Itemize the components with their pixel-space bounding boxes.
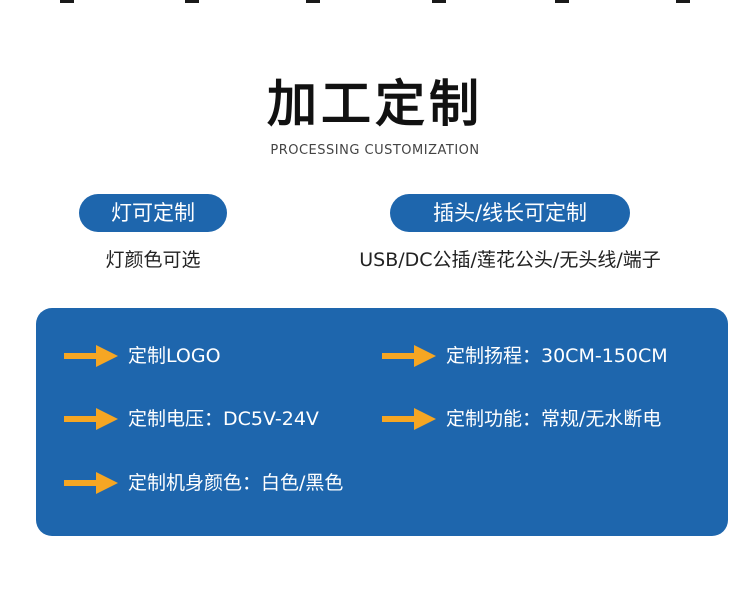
page-title: 加工定制: [267, 75, 483, 133]
feature-lift-height: 定制扬程：30CM-150CM: [382, 341, 668, 371]
arrow-right-icon: [64, 408, 118, 430]
feature-logo: 定制LOGO: [64, 341, 221, 371]
page-subtitle: PROCESSING CUSTOMIZATION: [270, 143, 480, 158]
feature-label: 定制机身颜色：白色/黑色: [128, 472, 344, 494]
feature-label: 定制电压：DC5V-24V: [128, 408, 319, 430]
plug-custom-badge: 插头/线长可定制: [390, 194, 630, 232]
arrow-right-icon: [382, 345, 436, 367]
feature-body-color: 定制机身颜色：白色/黑色: [64, 468, 343, 498]
arrow-right-icon: [64, 472, 118, 494]
top-edge-marks: [0, 0, 750, 6]
feature-function: 定制功能：常规/无水断电: [382, 404, 661, 434]
feature-label: 定制功能：常规/无水断电: [446, 408, 662, 430]
light-custom-badge: 灯可定制: [79, 194, 227, 232]
arrow-right-icon: [382, 408, 436, 430]
light-option-text: 灯颜色可选: [105, 249, 201, 271]
arrow-right-icon: [64, 345, 118, 367]
feature-label: 定制扬程：30CM-150CM: [446, 345, 668, 367]
plug-option-text: USB/DC公插/莲花公头/无头线/端子: [359, 249, 661, 271]
feature-voltage: 定制电压：DC5V-24V: [64, 404, 319, 434]
feature-label: 定制LOGO: [128, 345, 221, 367]
